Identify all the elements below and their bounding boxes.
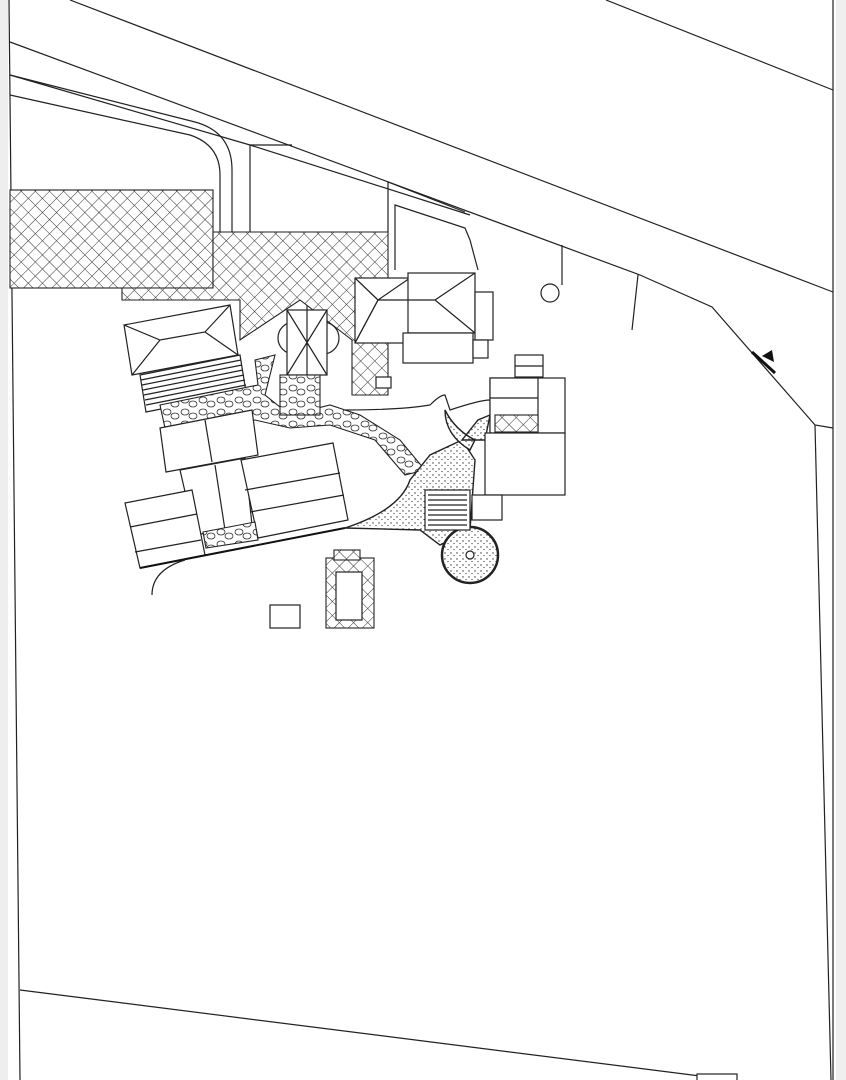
left-margin — [0, 0, 8, 1080]
entry-arrow-right-icon — [750, 350, 777, 375]
round-feature — [540, 283, 560, 303]
small-structure — [269, 604, 301, 629]
road — [9, 0, 834, 429]
staircase — [424, 489, 471, 531]
main-house — [354, 272, 494, 364]
paved-courtyard — [121, 231, 389, 396]
gazebo — [277, 305, 340, 380]
stippled-path — [444, 409, 491, 451]
paved-parking — [9, 189, 214, 289]
right-margin — [836, 0, 846, 1080]
stone-patio — [279, 374, 321, 416]
right-building — [471, 354, 566, 521]
property-boundary — [8, 0, 834, 1080]
lower-buildings — [124, 409, 349, 596]
pool — [325, 549, 375, 629]
